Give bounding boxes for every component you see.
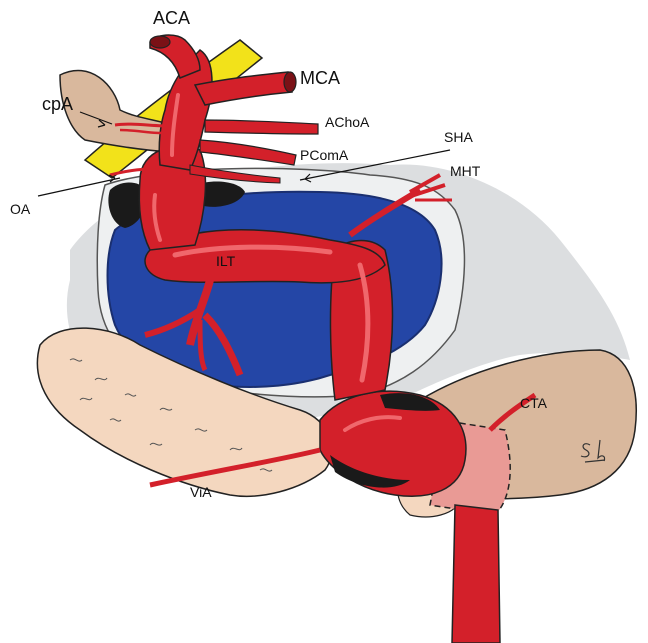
- label-achoa: AChoA: [325, 114, 370, 130]
- label-cpa: cpA: [42, 94, 73, 114]
- label-mca: MCA: [300, 68, 340, 88]
- label-pcoma: PComA: [300, 147, 349, 163]
- label-oa: OA: [10, 201, 31, 217]
- label-cta: CTA: [520, 395, 548, 411]
- label-ilt: ILT: [216, 253, 236, 269]
- label-sha: SHA: [444, 129, 473, 145]
- label-aca: ACA: [153, 8, 190, 28]
- label-via: ViA: [190, 484, 212, 500]
- label-mht: MHT: [450, 163, 481, 179]
